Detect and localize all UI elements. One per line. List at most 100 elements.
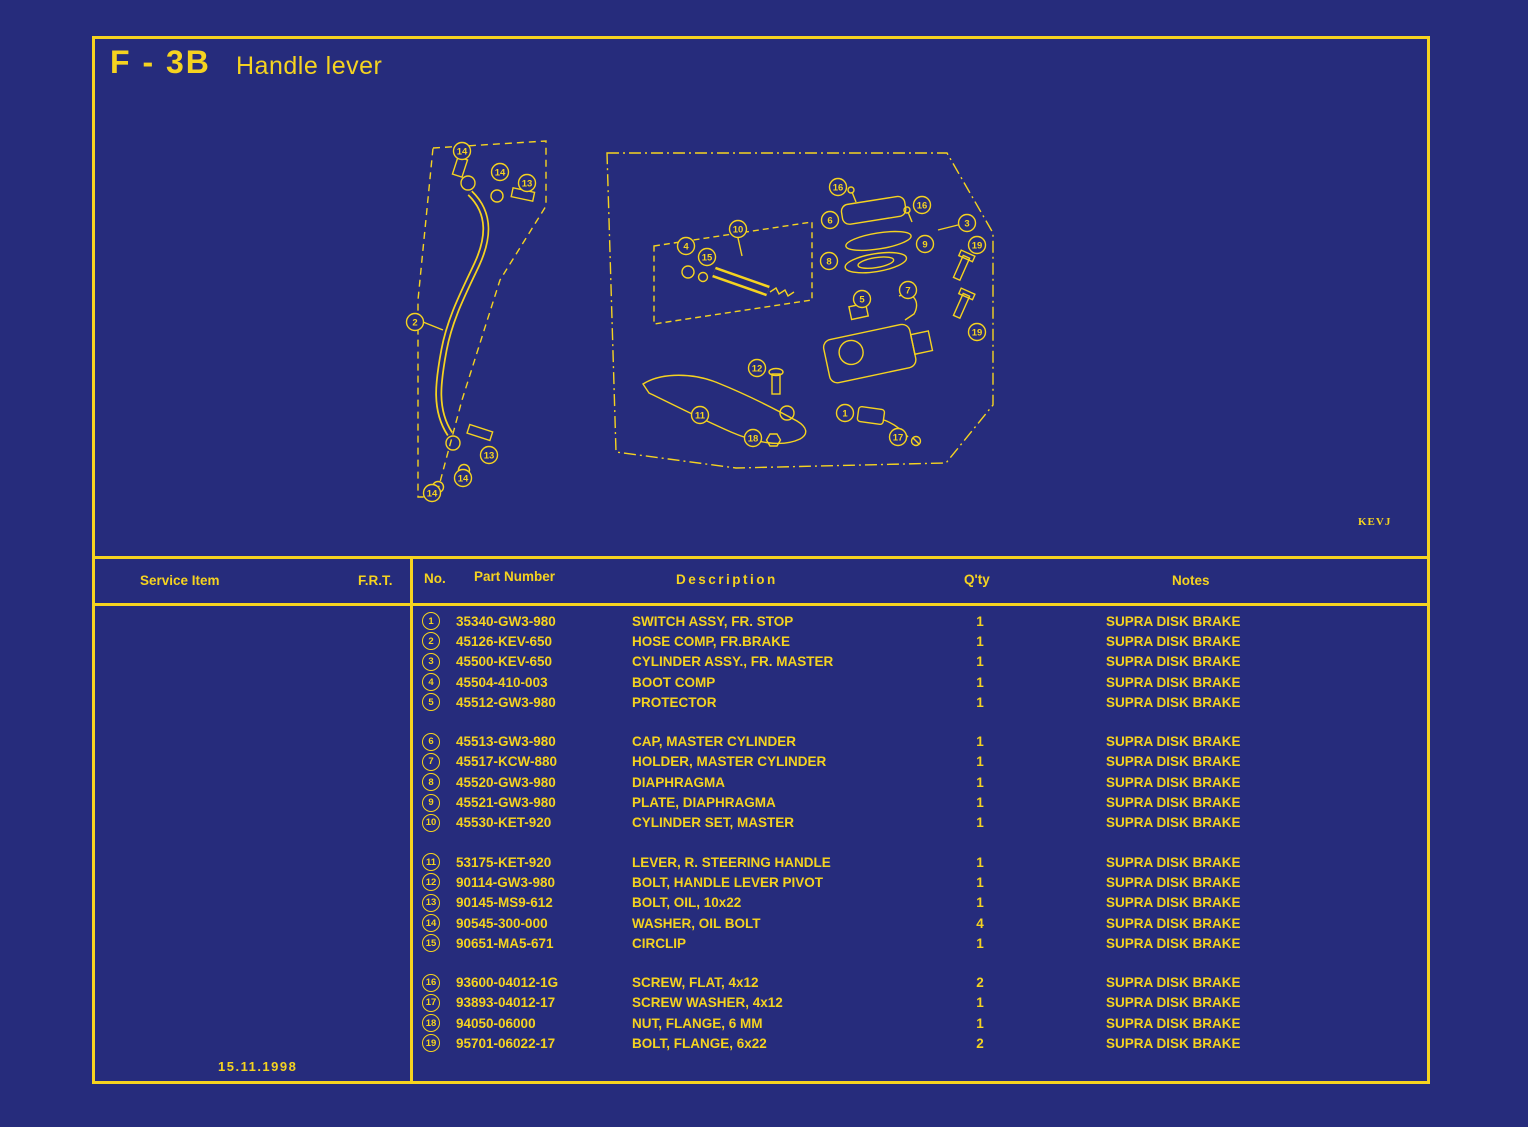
part-number: 90145-MS9-612: [456, 895, 553, 911]
callout-14: 14: [453, 468, 473, 488]
callout-17: 17: [888, 427, 908, 447]
oil-bolt-bottom: [466, 423, 494, 442]
part-number: 94050-06000: [456, 1015, 536, 1031]
part-no-badge: 14: [422, 914, 440, 932]
part-no-badge: 16: [422, 973, 440, 992]
part-notes: SUPRA DISK BRAKE: [1106, 915, 1241, 931]
svg-text:15: 15: [702, 252, 713, 263]
part-description: SWITCH ASSY, FR. STOP: [632, 613, 794, 629]
svg-text:19: 19: [972, 240, 983, 251]
part-no-badge: 13: [422, 893, 440, 912]
svg-text:16: 16: [917, 200, 928, 211]
part-no-badge: 7: [422, 752, 440, 771]
part-notes: SUPRA DISK BRAKE: [1106, 694, 1241, 710]
callout-15: 15: [697, 247, 717, 267]
part-qty: 1: [976, 613, 984, 629]
callout-14: 14: [422, 483, 442, 503]
svg-text:17: 17: [893, 432, 904, 443]
part-no-badge: 11: [422, 853, 440, 872]
svg-text:8: 8: [826, 256, 831, 267]
part-number: 45513-GW3-980: [456, 734, 556, 750]
circlip: [697, 271, 709, 283]
part-no-badge: 18: [422, 1014, 440, 1033]
part-no-badge: 10: [422, 813, 440, 832]
banjo-fitting-bottom: [445, 435, 461, 451]
part-number: 45126-KEV-650: [456, 633, 553, 649]
part-qty: 2: [976, 1035, 984, 1051]
part-qty: 1: [976, 935, 984, 951]
part-notes: SUPRA DISK BRAKE: [1106, 1035, 1241, 1051]
part-notes: SUPRA DISK BRAKE: [1106, 975, 1241, 991]
part-description: SCREW WASHER, 4x12: [632, 995, 783, 1011]
part-description: CYLINDER ASSY., FR. MASTER: [632, 654, 834, 670]
part-description: HOSE COMP, FR.BRAKE: [632, 633, 791, 649]
part-description: CIRCLIP: [632, 935, 686, 951]
callout-13: 13: [517, 173, 537, 193]
part-number: 45512-GW3-980: [456, 694, 556, 710]
part-qty: 1: [976, 754, 984, 770]
part-notes: SUPRA DISK BRAKE: [1106, 895, 1241, 911]
part-number: 90114-GW3-980: [456, 874, 556, 890]
header-description: Description: [676, 572, 778, 587]
spring: [769, 286, 795, 298]
part-notes: SUPRA DISK BRAKE: [1106, 633, 1241, 649]
flange-nut: [765, 433, 782, 447]
callout-19: 19: [967, 322, 987, 342]
part-description: HOLDER, MASTER CYLINDER: [632, 754, 827, 770]
svg-text:7: 7: [905, 285, 910, 296]
cap-screw-1: [847, 186, 855, 194]
part-notes: SUPRA DISK BRAKE: [1106, 995, 1241, 1011]
part-description: PLATE, DIAPHRAGMA: [632, 795, 776, 811]
part-qty: 1: [976, 815, 984, 831]
part-qty: 4: [976, 915, 984, 931]
svg-text:12: 12: [752, 363, 763, 374]
callout-9: 9: [915, 234, 935, 254]
diagram-callouts: 1414132131414161636981041519195712111811…: [405, 141, 987, 503]
part-qty: 2: [976, 975, 984, 991]
header-qty: Q'ty: [964, 572, 990, 587]
part-description: NUT, FLANGE, 6 MM: [632, 1015, 763, 1031]
callout-19: 19: [967, 235, 987, 255]
part-notes: SUPRA DISK BRAKE: [1106, 674, 1241, 690]
part-description: BOLT, OIL, 10x22: [632, 895, 742, 911]
svg-text:1: 1: [842, 408, 848, 419]
part-notes: SUPRA DISK BRAKE: [1106, 854, 1241, 870]
page-title: Handle lever: [236, 52, 383, 80]
part-qty: 1: [976, 654, 984, 670]
part-description: PROTECTOR: [632, 694, 717, 710]
banjo-fitting-top: [460, 175, 476, 191]
part-no-badge: 15: [422, 934, 440, 953]
part-description: BOLT, FLANGE, 6x22: [632, 1035, 767, 1051]
exploded-parts-diagram: 1414132131414161636981041519195712111811…: [405, 140, 994, 503]
header-no: No.: [424, 571, 446, 586]
part-qty: 1: [976, 854, 984, 870]
part-description: BOOT COMP: [632, 674, 716, 690]
part-description: WASHER, OIL BOLT: [632, 915, 761, 931]
part-notes: SUPRA DISK BRAKE: [1106, 815, 1241, 831]
callout-14: 14: [452, 141, 472, 161]
part-qty: 1: [976, 774, 984, 790]
svg-text:18: 18: [748, 433, 759, 444]
part-notes: SUPRA DISK BRAKE: [1106, 754, 1241, 770]
callout-18: 18: [743, 428, 763, 448]
part-no-badge: 2: [422, 632, 440, 651]
part-no-badge: 5: [422, 693, 440, 712]
flange-bolt-1: [952, 249, 976, 282]
svg-text:9: 9: [922, 239, 927, 250]
hose-outline: [417, 140, 547, 498]
svg-text:13: 13: [484, 450, 495, 461]
part-qty: 1: [976, 694, 984, 710]
section-code: F - 3B: [110, 44, 211, 80]
svg-text:5: 5: [859, 294, 865, 305]
header-service-item: Service Item: [140, 573, 220, 588]
table-row: 5 45512-GW3-980 PROTECTOR 1 SUPRA DISK BRAKE: [410, 692, 1430, 712]
